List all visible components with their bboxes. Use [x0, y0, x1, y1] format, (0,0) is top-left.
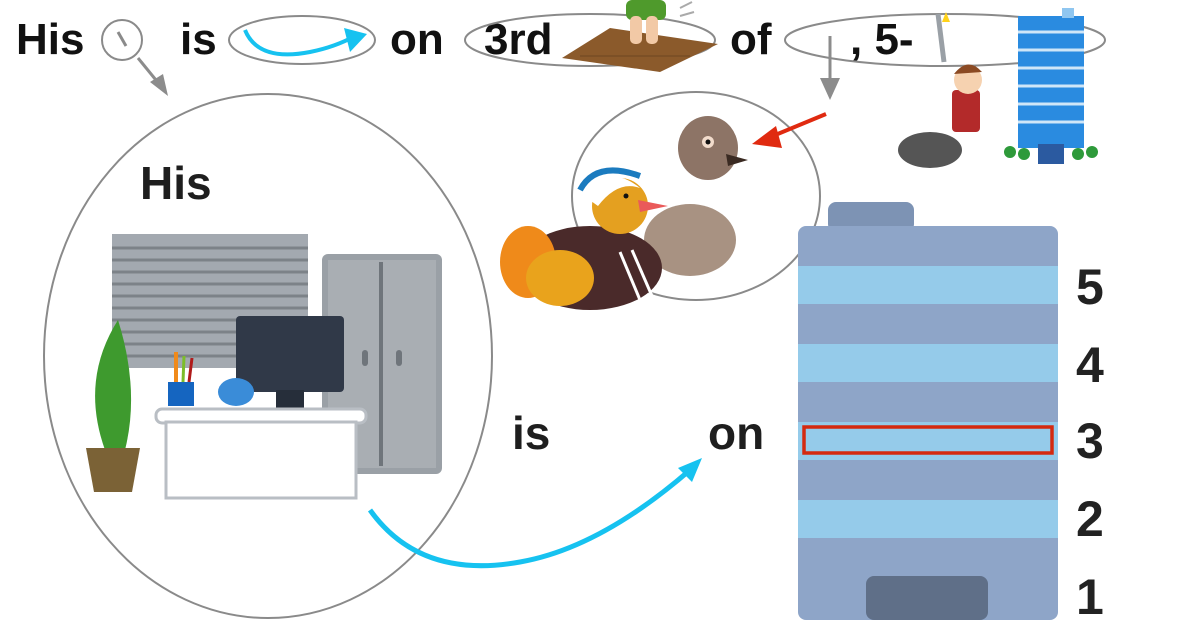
building-icon: [798, 202, 1058, 620]
desk-panel: [43, 93, 493, 619]
pen-cup-icon: [168, 352, 194, 406]
floor-band-2: [798, 500, 1058, 538]
floor-3-highlight: [802, 425, 1054, 455]
clock-hand-icon: [101, 19, 168, 96]
desk-to-floor-arrow: [367, 458, 702, 569]
red-arrow-icon: [752, 112, 827, 148]
stepping-on-floor-icon: [464, 0, 718, 72]
word-is: is: [180, 15, 217, 64]
word-his: His: [16, 15, 85, 64]
floor-number-4: 4: [1076, 337, 1104, 393]
cabinet-icon: [322, 254, 442, 474]
hero-and-building-icon: [898, 8, 1098, 168]
curved-arrow-icon: [228, 15, 376, 65]
word-3rd: 3rd: [484, 15, 553, 64]
desk-icon: [154, 407, 368, 500]
floor-band-5: [798, 266, 1058, 304]
duck-panel: [500, 91, 827, 310]
desk-panel-label: His: [140, 157, 212, 209]
word-on: on: [390, 15, 444, 64]
middle-is-label: is: [512, 407, 551, 459]
male-duck-icon: [500, 167, 668, 310]
down-arrow-icon: [784, 13, 1106, 100]
floor-number-5: 5: [1076, 259, 1104, 315]
building-entrance: [866, 576, 988, 620]
word-5-story: , 5-: [850, 15, 914, 64]
floor-number-2: 2: [1076, 491, 1104, 547]
window-blinds-icon: [112, 234, 308, 368]
middle-on-label: on: [708, 407, 765, 459]
floor-number-3: 3: [1076, 413, 1104, 469]
floor-band-4: [798, 344, 1058, 382]
floor-number-1: 1: [1076, 569, 1104, 625]
monitor-icon: [218, 316, 344, 410]
plant-icon: [86, 320, 140, 492]
female-duck-icon: [644, 116, 748, 276]
word-of: of: [730, 15, 772, 64]
